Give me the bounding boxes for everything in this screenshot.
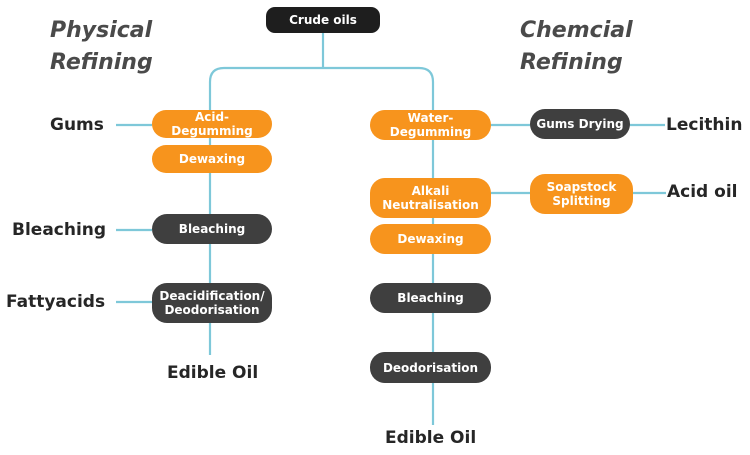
alkali-label: Alkali	[411, 184, 450, 198]
bleaching-output-label: Bleaching	[12, 220, 107, 240]
physical-refining-heading-line2: Refining	[50, 50, 153, 75]
lecithin-output-label: Lecithin	[666, 115, 743, 135]
chemical-refining-heading-line1: Chemcial	[520, 18, 633, 43]
deodorisation-node: Deodorisation	[370, 352, 491, 383]
crude-oils-node: Crude oils	[266, 7, 380, 33]
physical-edible-oil-label: Edible Oil	[167, 363, 259, 383]
alkali-neutralisation-node: Alkali Neutralisation	[370, 178, 491, 218]
chemical-dewaxing-node: Dewaxing	[370, 224, 491, 254]
neutralisation-label: Neutralisation	[382, 198, 479, 212]
branch-split-line	[208, 66, 435, 125]
fattyacids-output-label: Fattyacids	[6, 292, 106, 312]
chemical-edible-oil-label: Edible Oil	[385, 428, 477, 448]
chemical-refining-heading-line2: Refining	[520, 50, 623, 75]
soapstock-label: Soapstock	[546, 180, 617, 194]
chemical-bleaching-node: Bleaching	[370, 283, 491, 313]
deacidification-label: Deacidification/	[159, 289, 265, 303]
acid-oil-output-label: Acid oil	[667, 182, 738, 202]
deodorisation-label: Deodorisation	[164, 303, 260, 317]
physical-dewaxing-node: Dewaxing	[152, 145, 272, 173]
water-degumming-node: Water-Degumming	[370, 110, 491, 140]
splitting-label: Splitting	[552, 194, 611, 208]
soapstock-splitting-node: Soapstock Splitting	[530, 174, 633, 214]
gums-output-label: Gums	[50, 115, 104, 135]
physical-bleaching-node: Bleaching	[152, 214, 272, 244]
gums-drying-node: Gums Drying	[530, 109, 630, 139]
acid-degumming-node: Acid-Degumming	[152, 110, 272, 138]
physical-refining-heading-line1: Physical	[50, 18, 153, 43]
deacidification-deodorisation-node: Deacidification/ Deodorisation	[152, 283, 272, 323]
